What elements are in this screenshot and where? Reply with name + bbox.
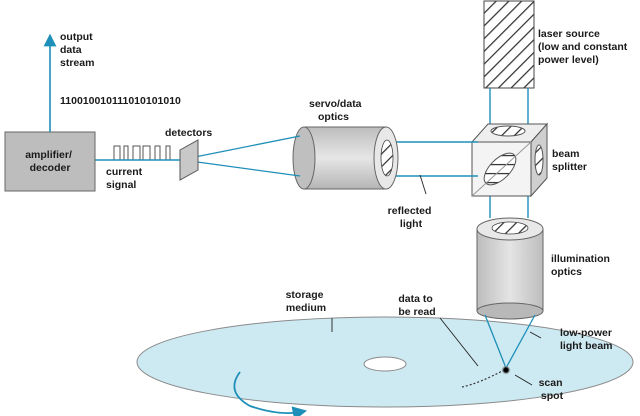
servo-data-optics-cylinder bbox=[292, 126, 399, 190]
storage-medium-disk bbox=[136, 316, 634, 408]
illumination-optics-label: illumination optics bbox=[551, 253, 613, 278]
beam-splitter-label: beam splitter bbox=[552, 148, 587, 173]
amplifier-decoder-label: amplifier/ decoder bbox=[25, 149, 75, 174]
laser-source-box bbox=[483, 0, 535, 89]
detector-beams bbox=[189, 135, 301, 177]
laser-source-label: laser source (low and constant power lev… bbox=[538, 28, 630, 66]
servo-data-optics-label: servo/data optics bbox=[309, 98, 364, 123]
scan-spot-label: scan spot bbox=[539, 377, 566, 402]
amplifier-decoder-box bbox=[4, 131, 96, 192]
reflected-light-beams bbox=[387, 141, 478, 177]
detectors-plate bbox=[179, 139, 199, 181]
scan-spot-core bbox=[503, 367, 509, 373]
low-power-beam bbox=[484, 314, 536, 369]
laser-beam-down bbox=[489, 88, 529, 218]
beam-splitter-cube bbox=[470, 122, 549, 198]
current-signal-label: current signal bbox=[106, 166, 145, 191]
rotation-arrow-icon bbox=[233, 371, 308, 416]
output-label: output data stream bbox=[60, 31, 96, 69]
reflected-light-label: reflected light bbox=[388, 205, 435, 230]
data-to-be-read-label: data to be read bbox=[398, 293, 435, 318]
bitstream-label: 110010010111010101010 bbox=[60, 95, 181, 107]
low-power-beam-label: low-power light beam bbox=[560, 327, 615, 352]
detectors-label: detectors bbox=[165, 127, 212, 139]
illumination-optics-cylinder bbox=[476, 217, 544, 320]
current-signal-waveform bbox=[110, 145, 175, 161]
leader-lines bbox=[331, 174, 542, 386]
storage-medium-label: storage medium bbox=[286, 289, 327, 314]
